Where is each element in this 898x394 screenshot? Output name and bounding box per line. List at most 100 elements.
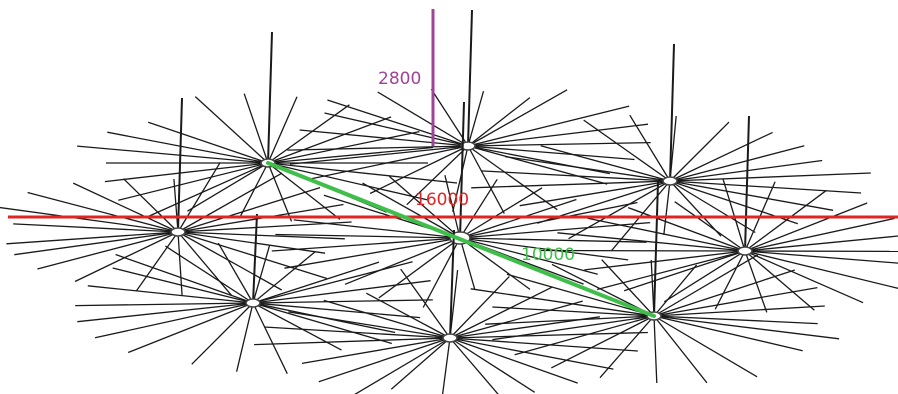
radial-strut (194, 96, 269, 164)
radial-strut (94, 302, 254, 339)
radial-strut (744, 250, 815, 311)
radial-strut (449, 337, 578, 384)
radial-strut (669, 159, 823, 182)
radial-strut (744, 250, 898, 289)
radial-strut (104, 162, 269, 183)
radial-strut (112, 267, 254, 304)
radial-strut (722, 178, 746, 252)
radial-strut (485, 315, 655, 325)
vertical-mast (459, 101, 465, 239)
node-array (0, 9, 898, 394)
vertical-mast (267, 31, 273, 164)
radial-strut (354, 337, 451, 394)
radial-strut (583, 119, 671, 182)
node-hub (442, 333, 458, 343)
radial-strut (308, 145, 469, 181)
radial-strut (492, 315, 655, 341)
radial-strut (267, 104, 350, 164)
radial-strut (177, 172, 283, 233)
radial-strut (459, 237, 598, 275)
radial-strut (369, 145, 469, 195)
radial-strut (596, 250, 746, 291)
radial-strut (115, 253, 254, 304)
radial-strut (177, 231, 328, 280)
radial-strut (467, 145, 608, 185)
radial-strut (449, 337, 499, 394)
radial-strut (406, 145, 469, 206)
radial-strut (327, 99, 469, 147)
radial-strut (145, 162, 269, 218)
radial-strut (540, 145, 671, 182)
radial-strut (165, 245, 254, 304)
radial-strut (264, 326, 451, 339)
radial-strut (669, 180, 722, 237)
radial-strut (514, 315, 655, 356)
radial-strut (107, 131, 269, 164)
radial-strut (744, 217, 895, 252)
radial-strut (72, 182, 179, 233)
radial-strut (77, 145, 269, 164)
radial-strut (217, 242, 254, 304)
vertical-mast (669, 43, 675, 182)
radial-strut (653, 254, 759, 317)
radial-strut (87, 285, 254, 304)
radial-strut (669, 131, 773, 182)
radial-strut (587, 217, 746, 252)
radial-strut (744, 235, 898, 252)
radial-strut (557, 232, 746, 252)
radial-strut (492, 306, 655, 317)
radial-strut (127, 302, 254, 354)
radial-strut (663, 250, 746, 303)
radial-strut (362, 182, 461, 239)
radial-strut (449, 286, 553, 339)
vertical-mast (449, 229, 455, 339)
radial-strut (519, 180, 671, 207)
radial-strut (452, 145, 469, 212)
radial-strut (459, 237, 531, 290)
radial-strut (653, 269, 796, 317)
radial-strut (627, 206, 746, 252)
vertical-mast (177, 97, 183, 233)
radial-strut (441, 337, 451, 394)
radial-strut (444, 175, 461, 239)
radial-strut (267, 162, 293, 222)
radial-strut (177, 231, 283, 291)
radial-strut (0, 206, 179, 233)
radial-strut (13, 223, 179, 233)
radial-strut (177, 231, 326, 254)
node-hub (662, 176, 678, 186)
radial-strut (653, 315, 818, 325)
spiked-node (271, 101, 651, 308)
radial-strut (390, 337, 451, 390)
radial-strut (467, 91, 485, 147)
radial-strut (744, 189, 827, 252)
radial-strut (177, 231, 183, 297)
radial-strut (267, 96, 298, 164)
radial-strut (267, 162, 428, 201)
radial-strut (599, 315, 655, 379)
radial-strut (663, 180, 671, 236)
radial-strut (388, 175, 461, 239)
radial-strut (449, 337, 614, 370)
radial-strut (744, 250, 864, 304)
radial-strut (267, 116, 392, 164)
radial-strut (653, 315, 803, 352)
radial-strut (467, 123, 649, 147)
radial-strut (653, 264, 698, 317)
radial-strut (459, 237, 629, 261)
radial-strut (629, 114, 671, 182)
radial-strut (299, 129, 469, 147)
radial-strut (301, 337, 451, 365)
diagonal-dimension-label: 10000 (521, 245, 575, 265)
radial-strut (288, 311, 451, 339)
radial-strut (324, 112, 469, 147)
radial-strut (377, 91, 469, 147)
span-dimension-label: 16000 (415, 190, 469, 210)
radial-strut (235, 302, 254, 372)
spiked-node (540, 115, 898, 313)
radial-strut (459, 201, 638, 239)
node-hub (460, 141, 476, 151)
radial-strut (505, 155, 671, 182)
radial-strut (378, 237, 461, 299)
